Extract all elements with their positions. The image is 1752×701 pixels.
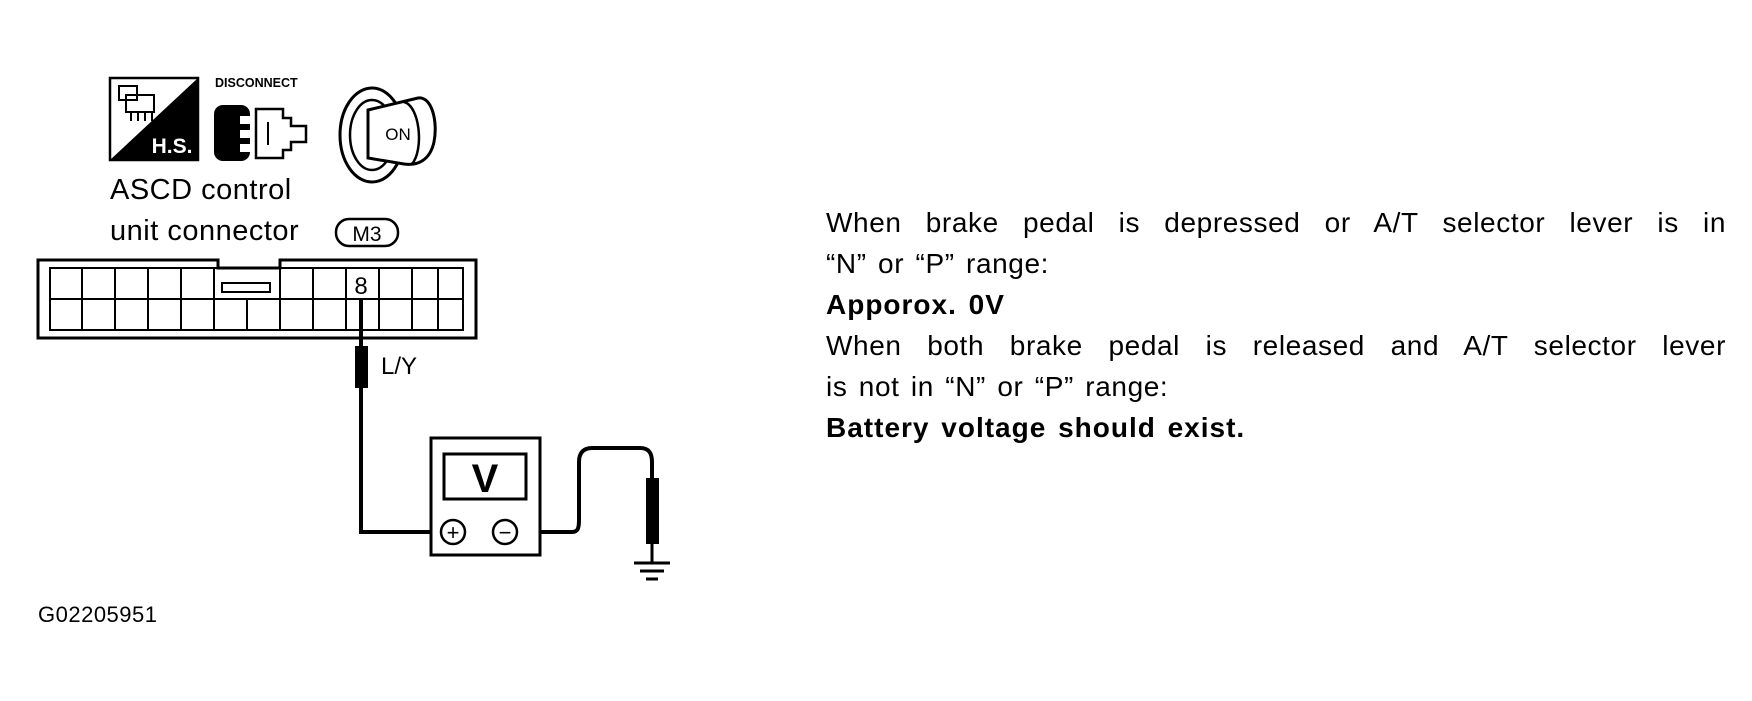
connector-latch bbox=[221, 282, 271, 293]
result-2: Battery voltage should exist. bbox=[826, 412, 1246, 443]
test-lead-positive bbox=[355, 299, 431, 534]
ignition-on-icon: ON bbox=[338, 86, 437, 184]
test-lead-negative bbox=[540, 446, 659, 562]
connector-body bbox=[36, 258, 478, 340]
disconnect-icon: DISCONNECT bbox=[214, 76, 308, 161]
ignition-on-label: ON bbox=[385, 125, 411, 144]
negative-terminal-label: − bbox=[499, 520, 512, 545]
connector-cavity-grid bbox=[81, 268, 439, 330]
positive-terminal-label: + bbox=[447, 520, 460, 545]
connector-name-line1: ASCD control bbox=[110, 174, 292, 206]
condition-1-line-1: When brake pedal is depressed or A/T sel… bbox=[826, 207, 1726, 238]
voltmeter[interactable]: V + − bbox=[429, 436, 542, 557]
condition-2-line-1: When both brake pedal is released and A/… bbox=[826, 330, 1726, 361]
harness-side-label: H.S. bbox=[152, 135, 193, 158]
test-instructions: When brake pedal is depressed or A/T sel… bbox=[826, 202, 1726, 448]
connector-id-label: M3 bbox=[352, 223, 381, 246]
positive-terminal-icon[interactable] bbox=[439, 518, 467, 546]
wire-color-label: L/Y bbox=[381, 353, 417, 380]
condition-2-line-2: is not in “N” or “P” range: bbox=[826, 371, 1169, 402]
connector-sketch-icon bbox=[118, 85, 155, 121]
voltmeter-symbol: V bbox=[472, 457, 499, 501]
connector-id-badge: M3 bbox=[334, 217, 400, 248]
harness-side-icon: H.S. bbox=[108, 76, 200, 162]
ground-symbol-icon bbox=[634, 561, 670, 581]
pin-number: 8 bbox=[354, 273, 367, 300]
probe-tip-pin bbox=[355, 346, 368, 388]
result-1: Apporox. 0V bbox=[826, 289, 1005, 320]
voltmeter-display bbox=[442, 452, 528, 501]
figure-id: G02205951 bbox=[38, 602, 158, 627]
disconnect-label: DISCONNECT bbox=[215, 76, 298, 90]
connector-name-line2: unit connector bbox=[110, 215, 299, 247]
condition-1-line-2: “N” or “P” range: bbox=[826, 248, 1050, 279]
negative-terminal-icon[interactable] bbox=[491, 518, 519, 546]
probe-tip-ground bbox=[646, 478, 659, 544]
